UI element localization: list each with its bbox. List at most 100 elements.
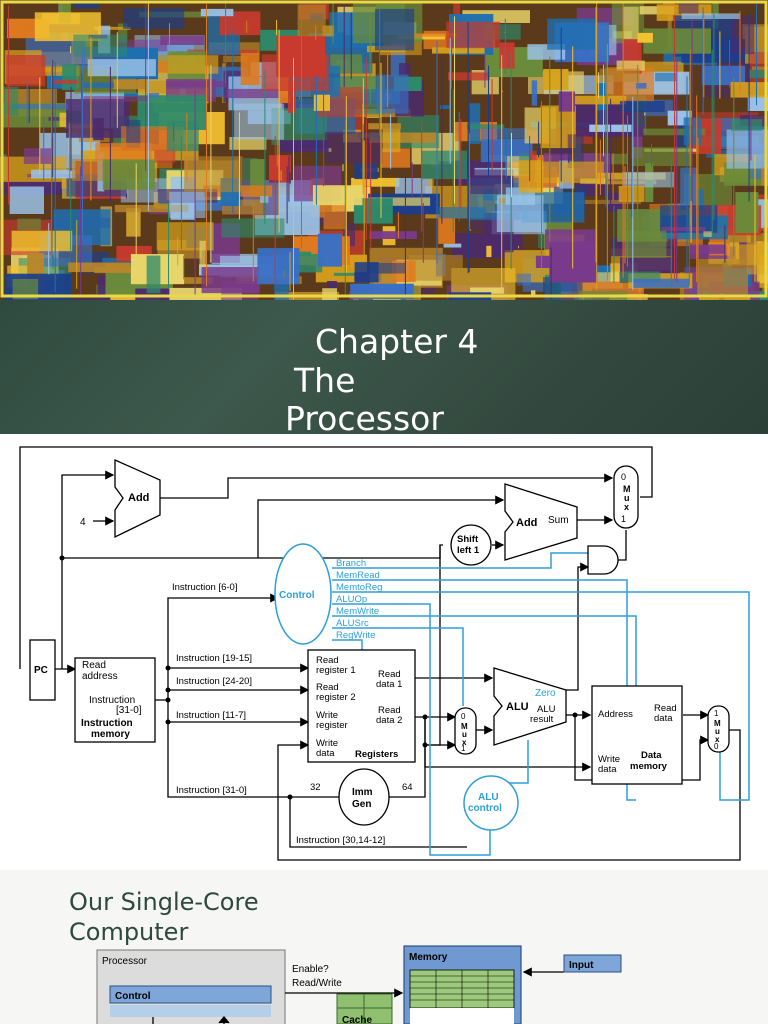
memtoreg-mux — [707, 705, 730, 753]
pc-adder — [114, 458, 161, 539]
registers-title: Registers — [355, 749, 398, 760]
reg-rd1b: data 1 — [376, 679, 402, 690]
cache-label: Cache — [342, 1015, 372, 1024]
control-unit — [274, 543, 332, 645]
imem-instruction: Instruction — [89, 695, 135, 706]
shift-b: left 1 — [457, 545, 480, 556]
reg-rd2a: Read — [378, 705, 401, 716]
die-photo — [0, 0, 768, 300]
label-instr-11-7: Instruction [11-7] — [176, 710, 246, 721]
enable-label: Enable? — [292, 964, 329, 975]
sig-alusrc — [332, 627, 464, 706]
pc-mux-1: 1 — [621, 514, 626, 524]
label-instr-24-20: Instruction [24-20] — [176, 676, 252, 687]
branch-and-gate — [587, 545, 619, 575]
datapath-svg: Add 4 PC Read address Instruction [31-0]… — [19, 446, 750, 861]
label-instr-31-0: Instruction [31-0] — [176, 785, 247, 796]
alusrc-mux-1: 1 — [461, 744, 466, 753]
reg-read1b: register 1 — [316, 665, 356, 676]
dmem-address: Address — [598, 709, 633, 720]
alu-control — [463, 775, 519, 831]
pc-mux-m: M — [623, 484, 631, 494]
label-instr-30-14-12: Instruction [30,14-12] — [296, 835, 385, 846]
sig-memtoreg — [332, 591, 750, 801]
signal-memwrite: MemWrite — [336, 606, 379, 617]
dmem-write-b: data — [598, 764, 617, 775]
alu-result-b: result — [530, 714, 554, 725]
sum-label: Sum — [548, 515, 569, 526]
alusrc-mux-0: 0 — [461, 712, 466, 721]
sig-aluop — [332, 603, 491, 856]
wire-instr-control — [155, 593, 280, 701]
processor-label: Processor — [102, 956, 148, 967]
title-line-the: The — [294, 361, 356, 400]
reg-wdata-a: Write — [316, 738, 338, 749]
datapath-box — [110, 1005, 271, 1017]
signal-branch: Branch — [336, 558, 366, 569]
wire-rd2-dmem — [424, 717, 592, 772]
instruction-memory — [74, 657, 156, 743]
alu — [493, 667, 567, 746]
dmem-read-b: data — [654, 713, 673, 724]
dmem-write-a: Write — [598, 754, 620, 765]
pc-label: PC — [34, 665, 48, 676]
sig-branch — [332, 552, 588, 569]
alusrc-mux-x: x — [462, 738, 467, 747]
pc-mux — [613, 465, 639, 529]
branch-add-label: Add — [516, 517, 537, 529]
reg-wdata-b: data — [316, 748, 335, 759]
reg-read2b: register 2 — [316, 692, 356, 703]
control-label: Control — [279, 590, 315, 601]
pc-adder-label: Add — [128, 492, 149, 504]
wire-add-mux — [160, 473, 614, 499]
title-line-processor: Processor — [285, 399, 444, 438]
shift-a: Shift — [457, 534, 479, 545]
dmem-title1: Data — [641, 750, 662, 761]
wire-pc-loop — [19, 446, 653, 669]
memory-free-area — [410, 1008, 514, 1024]
imem-title2: memory — [91, 729, 130, 740]
reg-read2a: Read — [316, 682, 339, 693]
control-box-label: Control — [115, 991, 151, 1002]
wire-imm-shift — [425, 545, 441, 746]
single-core-section: Our Single-Core Computer Processor Contr… — [0, 870, 768, 1024]
wire-zero-and — [566, 562, 590, 691]
imem-bits: [31-0] — [116, 705, 142, 716]
imem-title1: Instruction — [81, 718, 133, 729]
processor-die-image — [0, 0, 768, 300]
memtoreg-mux-x: x — [715, 735, 720, 744]
signal-memtoreg: MemtoReg — [336, 582, 382, 593]
branch-adder — [504, 483, 578, 561]
input-label: Input — [569, 960, 594, 971]
reg-rd2b: data 2 — [376, 715, 402, 726]
imem-address: address — [82, 671, 118, 682]
section-heading: Our Single-Core Computer — [69, 888, 259, 946]
pc-mux-0: 0 — [621, 472, 626, 482]
shift-left-unit — [450, 524, 492, 566]
width-32: 32 — [310, 782, 321, 793]
input-box — [563, 954, 622, 973]
wire-and-mux — [618, 530, 627, 561]
zero-label: Zero — [535, 688, 556, 699]
sig-memwrite — [332, 615, 637, 686]
wire-pc-branchadd — [62, 544, 443, 559]
memtoreg-mux-1: 1 — [714, 709, 719, 718]
signal-alusrc: ALUSrc — [336, 618, 369, 629]
sig-regwrite — [332, 639, 363, 650]
memtoreg-mux-u: u — [715, 727, 720, 736]
imm-gen-b: Gen — [352, 799, 371, 810]
imem-read: Read — [82, 660, 106, 671]
label-instr-6-0: Instruction [6-0] — [172, 582, 237, 593]
data-memory — [591, 685, 683, 785]
alu-result-a: ALU — [537, 704, 556, 715]
alusrc-mux-m: M — [461, 722, 468, 731]
dmem-title2: memory — [630, 761, 668, 772]
title-band: Chapter 4 The Processor — [0, 300, 768, 438]
signal-aluop: ALUOp — [336, 594, 367, 605]
dmem-read-a: Read — [654, 703, 677, 714]
pc-register — [29, 639, 56, 701]
label-instr-19-15: Instruction [19-15] — [176, 653, 252, 664]
memtoreg-mux-0: 0 — [714, 742, 719, 751]
signal-regwrite: RegWrite — [336, 630, 375, 641]
imm-gen — [338, 768, 390, 826]
